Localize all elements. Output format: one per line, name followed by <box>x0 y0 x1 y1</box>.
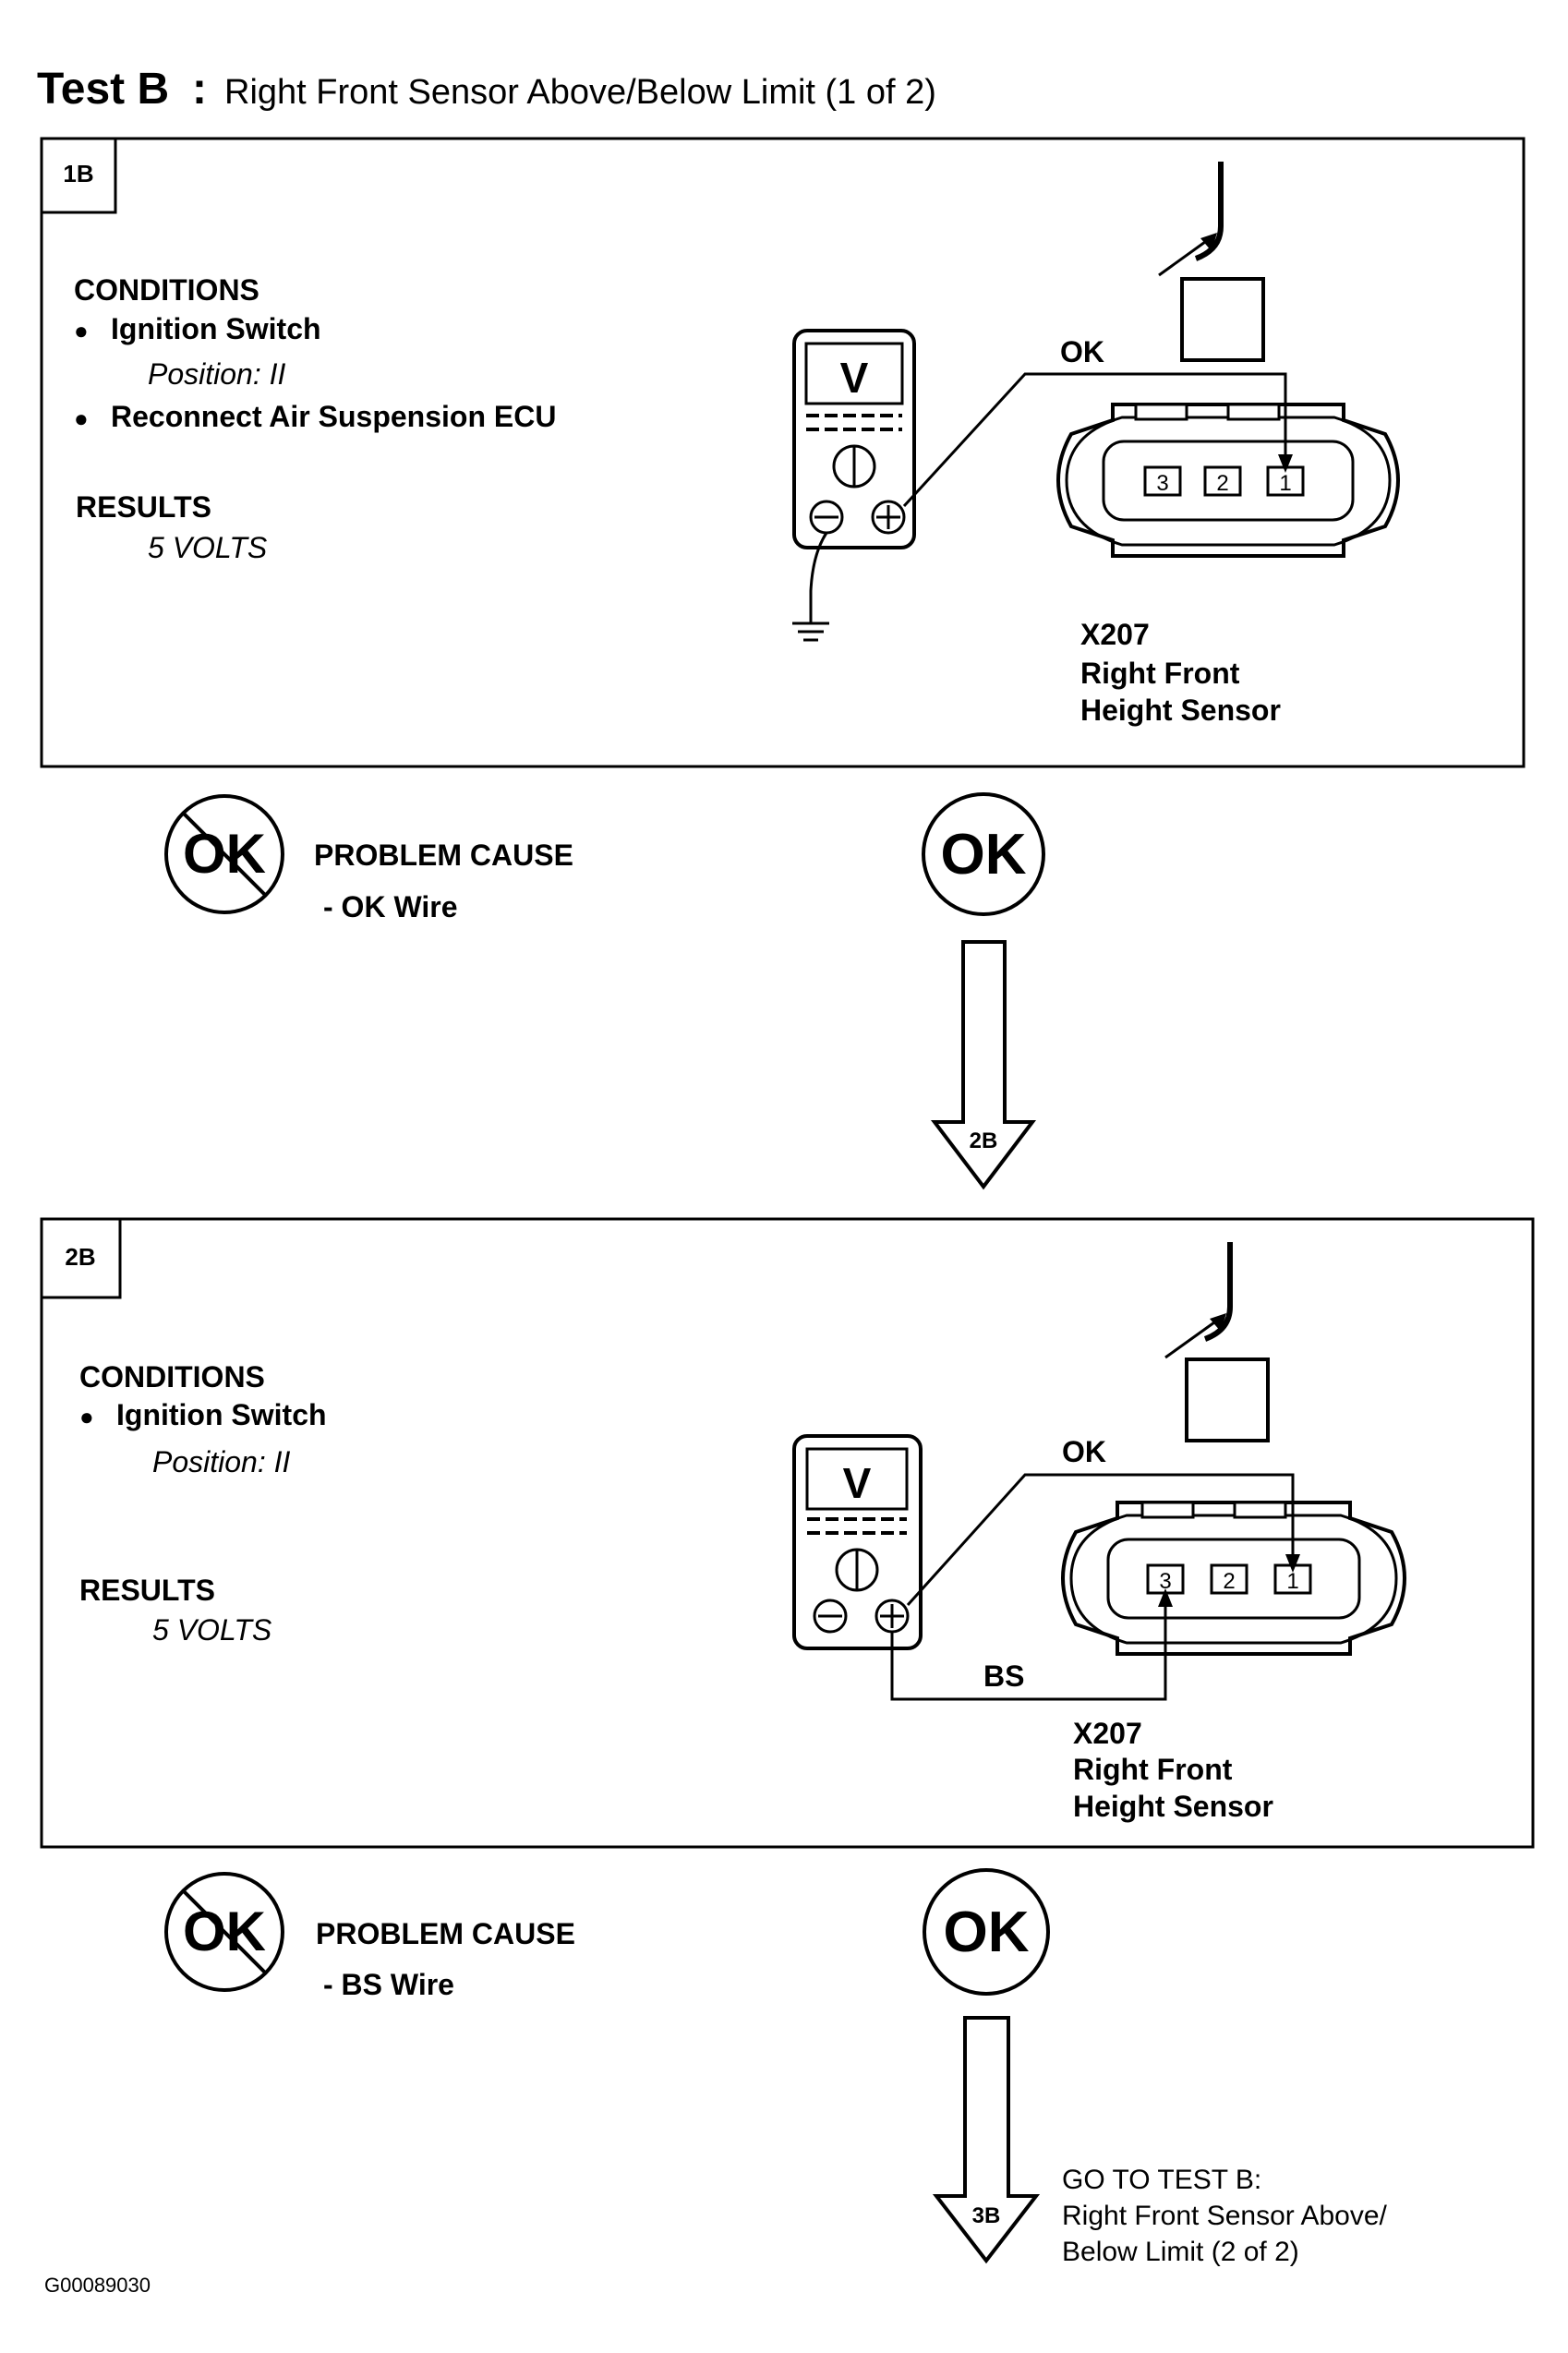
ground-icon <box>792 621 829 642</box>
step-1b: 1B CONDITIONS ● Ignition Switch Position… <box>40 137 1526 768</box>
ok-icon: OK <box>923 1868 1050 1996</box>
connector-name: Height Sensor <box>1073 1790 1273 1823</box>
voltmeter-icon: V <box>792 329 916 549</box>
step-2b: 2B CONDITIONS ● Ignition Switch Position… <box>40 1217 1535 1849</box>
connector-id: X207 <box>1073 1717 1142 1750</box>
pin-label: 1 <box>1286 1569 1298 1594</box>
condition-detail: Position: II <box>148 357 286 391</box>
connector-name: Right Front <box>1080 657 1240 690</box>
meter-symbol: V <box>840 354 869 402</box>
figure-id: G00089030 <box>44 2274 151 2297</box>
conditions-heading: CONDITIONS <box>79 1360 265 1394</box>
connector-icon <box>1061 1501 1406 1656</box>
harness-wire <box>1203 1242 1233 1342</box>
ok-wire <box>902 372 1287 508</box>
step-box <box>40 137 1526 768</box>
ground-lead <box>809 532 828 623</box>
connector-name: Height Sensor <box>1080 694 1281 727</box>
condition-text: Reconnect Air Suspension ECU <box>111 400 556 433</box>
harness-wire <box>1194 162 1224 261</box>
disconnect-arrow <box>1158 240 1206 277</box>
pin-label: 3 <box>1159 1569 1171 1594</box>
probe-arrow <box>1285 1554 1300 1573</box>
conditions-heading: CONDITIONS <box>74 273 259 307</box>
wire-label: OK <box>1060 335 1104 368</box>
result-value: 5 VOLTS <box>148 531 267 564</box>
arrow-step-label: 2B <box>970 1128 998 1153</box>
pin-label: 2 <box>1216 471 1228 496</box>
condition-text: Ignition Switch <box>111 312 321 345</box>
bs-wire <box>890 1593 1167 1701</box>
meter-symbol: V <box>843 1459 872 1507</box>
arrow-step-label: 3B <box>972 2203 1001 2228</box>
goto-text: Right Front Sensor Above/ <box>1062 2201 1388 2231</box>
goto-text: Below Limit (2 of 2) <box>1062 2237 1299 2267</box>
harness-plug <box>1185 1358 1270 1442</box>
pin-label: 1 <box>1279 471 1291 496</box>
condition-bullet: ● <box>79 1403 94 1430</box>
ok-wire <box>906 1473 1295 1607</box>
problem-cause-heading: PROBLEM CAUSE <box>314 839 573 872</box>
problem-cause: - OK Wire <box>323 890 458 923</box>
condition-bullet: ● <box>74 317 89 344</box>
probe-arrow <box>1158 1588 1173 1607</box>
harness-plug <box>1180 277 1265 362</box>
results-heading: RESULTS <box>79 1574 215 1607</box>
test-label: Test B <box>37 65 169 114</box>
step-tag: 1B <box>63 160 93 187</box>
ok-mark: OK <box>944 1900 1030 1964</box>
ok-icon: OK <box>922 792 1045 916</box>
result-value: 5 VOLTS <box>152 1613 271 1647</box>
disconnect-arrow <box>1164 1321 1215 1359</box>
voltmeter-icon: V <box>792 1434 923 1650</box>
problem-cause: - BS Wire <box>323 1968 454 2001</box>
connector-name: Right Front <box>1073 1753 1233 1786</box>
pin-label: 3 <box>1156 471 1168 496</box>
problem-cause-heading: PROBLEM CAUSE <box>316 1917 575 1950</box>
condition-text: Ignition Switch <box>116 1398 327 1431</box>
probe-arrow <box>1278 454 1293 473</box>
disconnect-arrowhead <box>1200 233 1217 251</box>
step-box <box>40 1217 1535 1849</box>
ok-mark: OK <box>941 823 1027 887</box>
pin-label: 2 <box>1223 1569 1235 1594</box>
condition-detail: Position: II <box>152 1445 291 1478</box>
down-arrow-icon: 2B <box>930 940 1037 1190</box>
wire-label: BS <box>983 1659 1024 1693</box>
connector-icon <box>1056 403 1400 558</box>
results-heading: RESULTS <box>76 490 211 524</box>
page-title: Right Front Sensor Above/Below Limit (1 … <box>224 73 936 112</box>
step-tag-box <box>40 1217 122 1299</box>
connector-id: X207 <box>1080 618 1150 651</box>
not-ok-icon: OK <box>164 794 284 914</box>
title-separator: : <box>192 65 207 114</box>
wire-label: OK <box>1062 1435 1106 1468</box>
not-ok-icon: OK <box>164 1872 284 1992</box>
disconnect-arrowhead <box>1210 1313 1226 1332</box>
goto-heading: GO TO TEST B: <box>1062 2165 1261 2195</box>
step-tag: 2B <box>65 1243 95 1271</box>
down-arrow-icon: 3B <box>932 2016 1041 2264</box>
step-tag-box <box>40 137 117 214</box>
condition-bullet: ● <box>74 404 89 432</box>
